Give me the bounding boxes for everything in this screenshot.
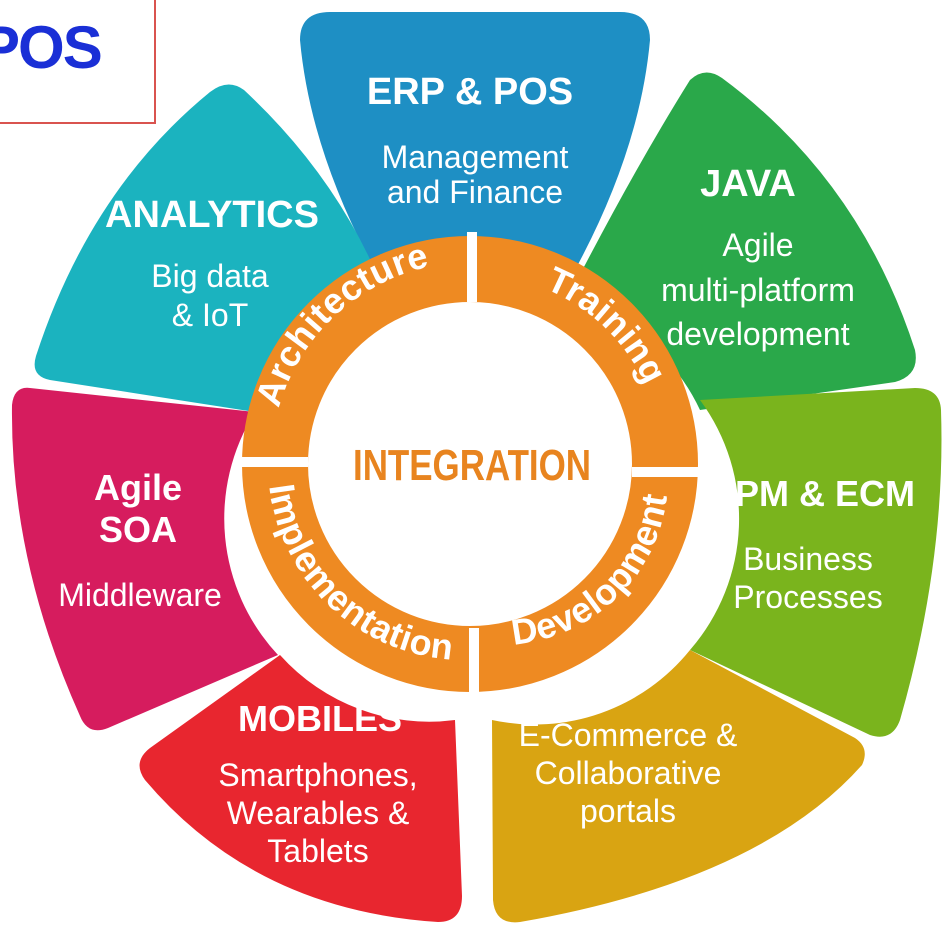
segment-mobiles-line-3: Tablets: [267, 833, 368, 869]
segment-bpm-title: BPM & ECM: [709, 473, 915, 514]
segment-soa-title-2: SOA: [99, 509, 177, 550]
segment-java-line-3: development: [666, 316, 849, 352]
segment-erp: ERP & POS Management and Finance: [300, 12, 650, 300]
pos-logo-box: POS: [0, 0, 156, 124]
segment-ecommerce-line-3: portals: [580, 793, 676, 829]
segment-bpm: BPM & ECM Business Processes: [690, 388, 942, 737]
center-hub: INTEGRATION: [310, 304, 630, 624]
segment-analytics-line-2: & IoT: [172, 297, 248, 333]
segment-erp-line-1: Management: [382, 139, 569, 175]
segment-analytics-line-1: Big data: [151, 258, 269, 294]
segment-soa: Agile SOA Middleware: [11, 387, 278, 731]
center-label: INTEGRATION: [353, 441, 591, 490]
segment-erp-title: ERP & POS: [367, 71, 573, 113]
segment-ecommerce-shape: [492, 650, 865, 923]
segment-mobiles: MOBILES Smartphones, Wearables & Tablets: [139, 655, 462, 922]
segment-soa-shape: [11, 387, 278, 731]
segment-mobiles-line-2: Wearables &: [227, 795, 410, 831]
pos-logo-text: POS: [0, 14, 103, 81]
segment-java-line-2: multi-platform: [661, 272, 855, 308]
segment-mobiles-title: MOBILES: [238, 698, 402, 739]
segment-ecommerce-line-2: Collaborative: [535, 755, 722, 791]
segment-soa-line-1: Middleware: [58, 577, 222, 613]
segment-java-title: JAVA: [700, 163, 796, 205]
segment-bpm-line-2: Processes: [733, 579, 882, 615]
segment-java: JAVA Agile multi-platform development: [565, 72, 916, 410]
segment-soa-title-1: Agile: [94, 467, 182, 508]
segment-bpm-shape: [690, 388, 942, 737]
segment-erp-line-2: and Finance: [387, 174, 563, 210]
segment-java-line-1: Agile: [722, 227, 793, 263]
segment-ecommerce-line-1: E-Commerce &: [519, 717, 738, 753]
segment-mobiles-shape: [139, 655, 462, 922]
center-circle: [310, 304, 630, 624]
segment-erp-shape: [300, 12, 650, 300]
segment-ecommerce: E-Commerce & Collaborative portals: [492, 650, 865, 923]
segment-bpm-line-1: Business: [743, 541, 873, 577]
segment-analytics-title: ANALYTICS: [105, 194, 319, 236]
segment-mobiles-line-1: Smartphones,: [218, 757, 417, 793]
segment-java-shape: [565, 72, 916, 410]
